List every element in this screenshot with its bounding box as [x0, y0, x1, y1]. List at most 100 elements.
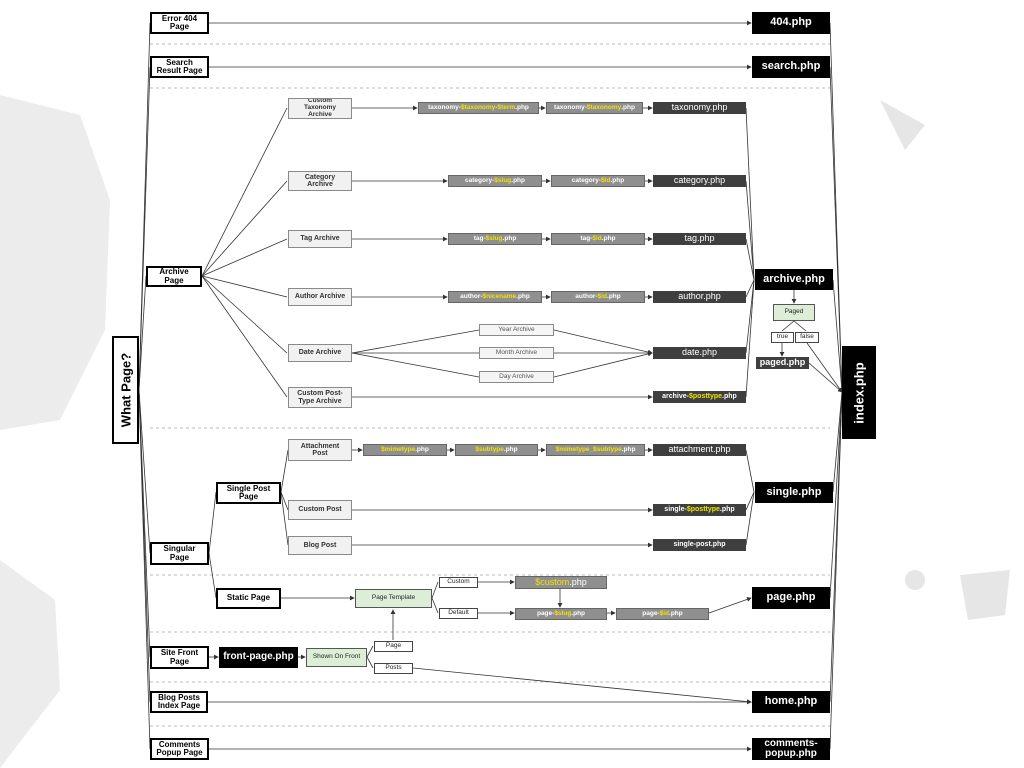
template-variable: $mimetype [381, 445, 416, 453]
month-archive-node: Month Archive [479, 347, 554, 359]
background-shape [960, 570, 1010, 620]
template-text: .php [621, 103, 635, 111]
custom-template: $custom.php [515, 576, 607, 589]
tag-php-template: tag.php [653, 233, 746, 245]
custom-branch-node: Custom [439, 577, 478, 588]
subtype-template: $subtype.php [455, 444, 538, 456]
page-template-node: Page Template [355, 589, 432, 608]
tag-archive-node: Tag Archive [288, 230, 352, 248]
author-archive-node: Author Archive [288, 288, 352, 306]
template-text: author- [575, 292, 598, 300]
page-branch-node: Page [374, 641, 413, 652]
taxonomy-template: taxonomy-$taxonomy.php [546, 102, 643, 114]
404-php-template: 404.php [752, 12, 830, 34]
template-text: .php [610, 176, 625, 184]
what-page-root-node: What Page? [112, 336, 139, 444]
singular-page-node: Singular Page [150, 542, 209, 565]
index-php-node: index.php [842, 346, 876, 439]
shown-on-front-node: Shown On Front [306, 648, 367, 667]
template-variable: $slug [485, 234, 503, 242]
tag-id-template: tag-$id.php [551, 233, 645, 245]
template-text: .php [415, 445, 429, 453]
custom-taxonomy-archive-node: Custom Taxonomy Archive [288, 98, 352, 119]
template-text: .php [515, 103, 529, 111]
single-php-template: single.php [755, 482, 833, 503]
template-text: single- [664, 506, 687, 514]
taxonomy-term-template: taxonomy-$taxonomy-$term.php [418, 102, 539, 114]
template-text: .php [503, 445, 518, 453]
mimetype-template: $mimetype.php [363, 444, 447, 456]
template-text: .php [607, 292, 621, 300]
template-variable: $id [592, 234, 602, 242]
author-nicename-template: author-$nicename.php [448, 291, 542, 303]
template-text: .php [571, 609, 586, 617]
tag-slug-template: tag-$slug.php [448, 233, 542, 245]
template-text: .php [719, 506, 735, 514]
single-post-page-node: Single Post Page [216, 482, 281, 504]
section-dividers [150, 43, 830, 727]
blog-post-node: Blog Post [288, 536, 352, 555]
template-text: .php [722, 393, 737, 401]
template-variable: $subtype [475, 445, 504, 453]
paged-true-node: true [771, 332, 794, 343]
paged-false-node: false [795, 332, 819, 343]
template-text: .php [502, 234, 517, 242]
template-variable: $term [497, 103, 516, 111]
template-text: tag- [580, 234, 593, 242]
default-branch-node: Default [439, 608, 478, 619]
category-id-template: category-$id.php [551, 175, 645, 187]
template-variable: $posttype [686, 506, 720, 514]
site-front-page-node: Site Front Page [150, 646, 209, 669]
search-result-page-node: Search Result Page [150, 56, 209, 78]
date-archive-node: Date Archive [288, 344, 352, 362]
template-variable: $id [601, 176, 611, 184]
home-php-template: home.php [752, 691, 830, 713]
template-text: category- [571, 176, 602, 184]
paged-check-node: Paged [773, 304, 815, 321]
taxonomy-php-template: taxonomy.php [653, 102, 746, 114]
mimetype-subtype-template: $mimetype_$subtype.php [546, 444, 645, 456]
paged-php-template: paged.php [756, 357, 809, 369]
template-variable: $posttype [689, 393, 723, 401]
template-text: .php [669, 609, 683, 617]
template-text: .php [516, 292, 530, 300]
template-variable: $id [597, 292, 608, 300]
year-archive-node: Year Archive [479, 324, 554, 336]
root-label: What Page? [118, 352, 133, 428]
day-archive-node: Day Archive [479, 371, 554, 383]
attachment-php-template: attachment.php [653, 444, 746, 456]
date-php-template: date.php [653, 347, 746, 359]
background-shape [880, 100, 925, 150]
front-page-php-template: front-page.php [219, 647, 298, 668]
template-variable: $custom [535, 576, 570, 587]
background-shape [905, 570, 925, 590]
archive-page-node: Archive Page [146, 266, 202, 287]
attachment-post-node: Attachment Post [288, 439, 352, 461]
template-variable: $mimetype_$subtype [555, 445, 622, 453]
template-text: .php [569, 576, 587, 587]
template-variable: $nicename [482, 292, 517, 300]
template-text: author- [460, 292, 483, 300]
connectors [138, 20, 843, 752]
index-label: index.php [851, 361, 867, 424]
template-text: taxonomy- [554, 103, 587, 111]
archive-php-template: archive.php [755, 269, 833, 290]
template-text: category- [465, 176, 495, 184]
template-text: - [495, 103, 498, 111]
background-shape [0, 560, 60, 768]
template-text: .php [511, 176, 525, 184]
comments-popup-php-template: comments- popup.php [752, 738, 830, 760]
static-page-node: Static Page [216, 588, 281, 609]
blog-posts-index-page-node: Blog Posts Index Page [150, 691, 208, 713]
template-text: page- [536, 609, 555, 617]
category-archive-node: Category Archive [288, 171, 352, 191]
template-text: page- [642, 609, 660, 617]
error-404-page-node: Error 404 Page [150, 12, 209, 34]
single-post-php-template: single-post.php [653, 539, 746, 551]
comments-popup-page-node: Comments Popup Page [150, 738, 209, 760]
template-variable: $slug [554, 609, 572, 617]
template-text: taxonomy- [428, 103, 461, 111]
posts-branch-node: Posts [374, 663, 413, 674]
author-id-template: author-$id.php [551, 291, 645, 303]
